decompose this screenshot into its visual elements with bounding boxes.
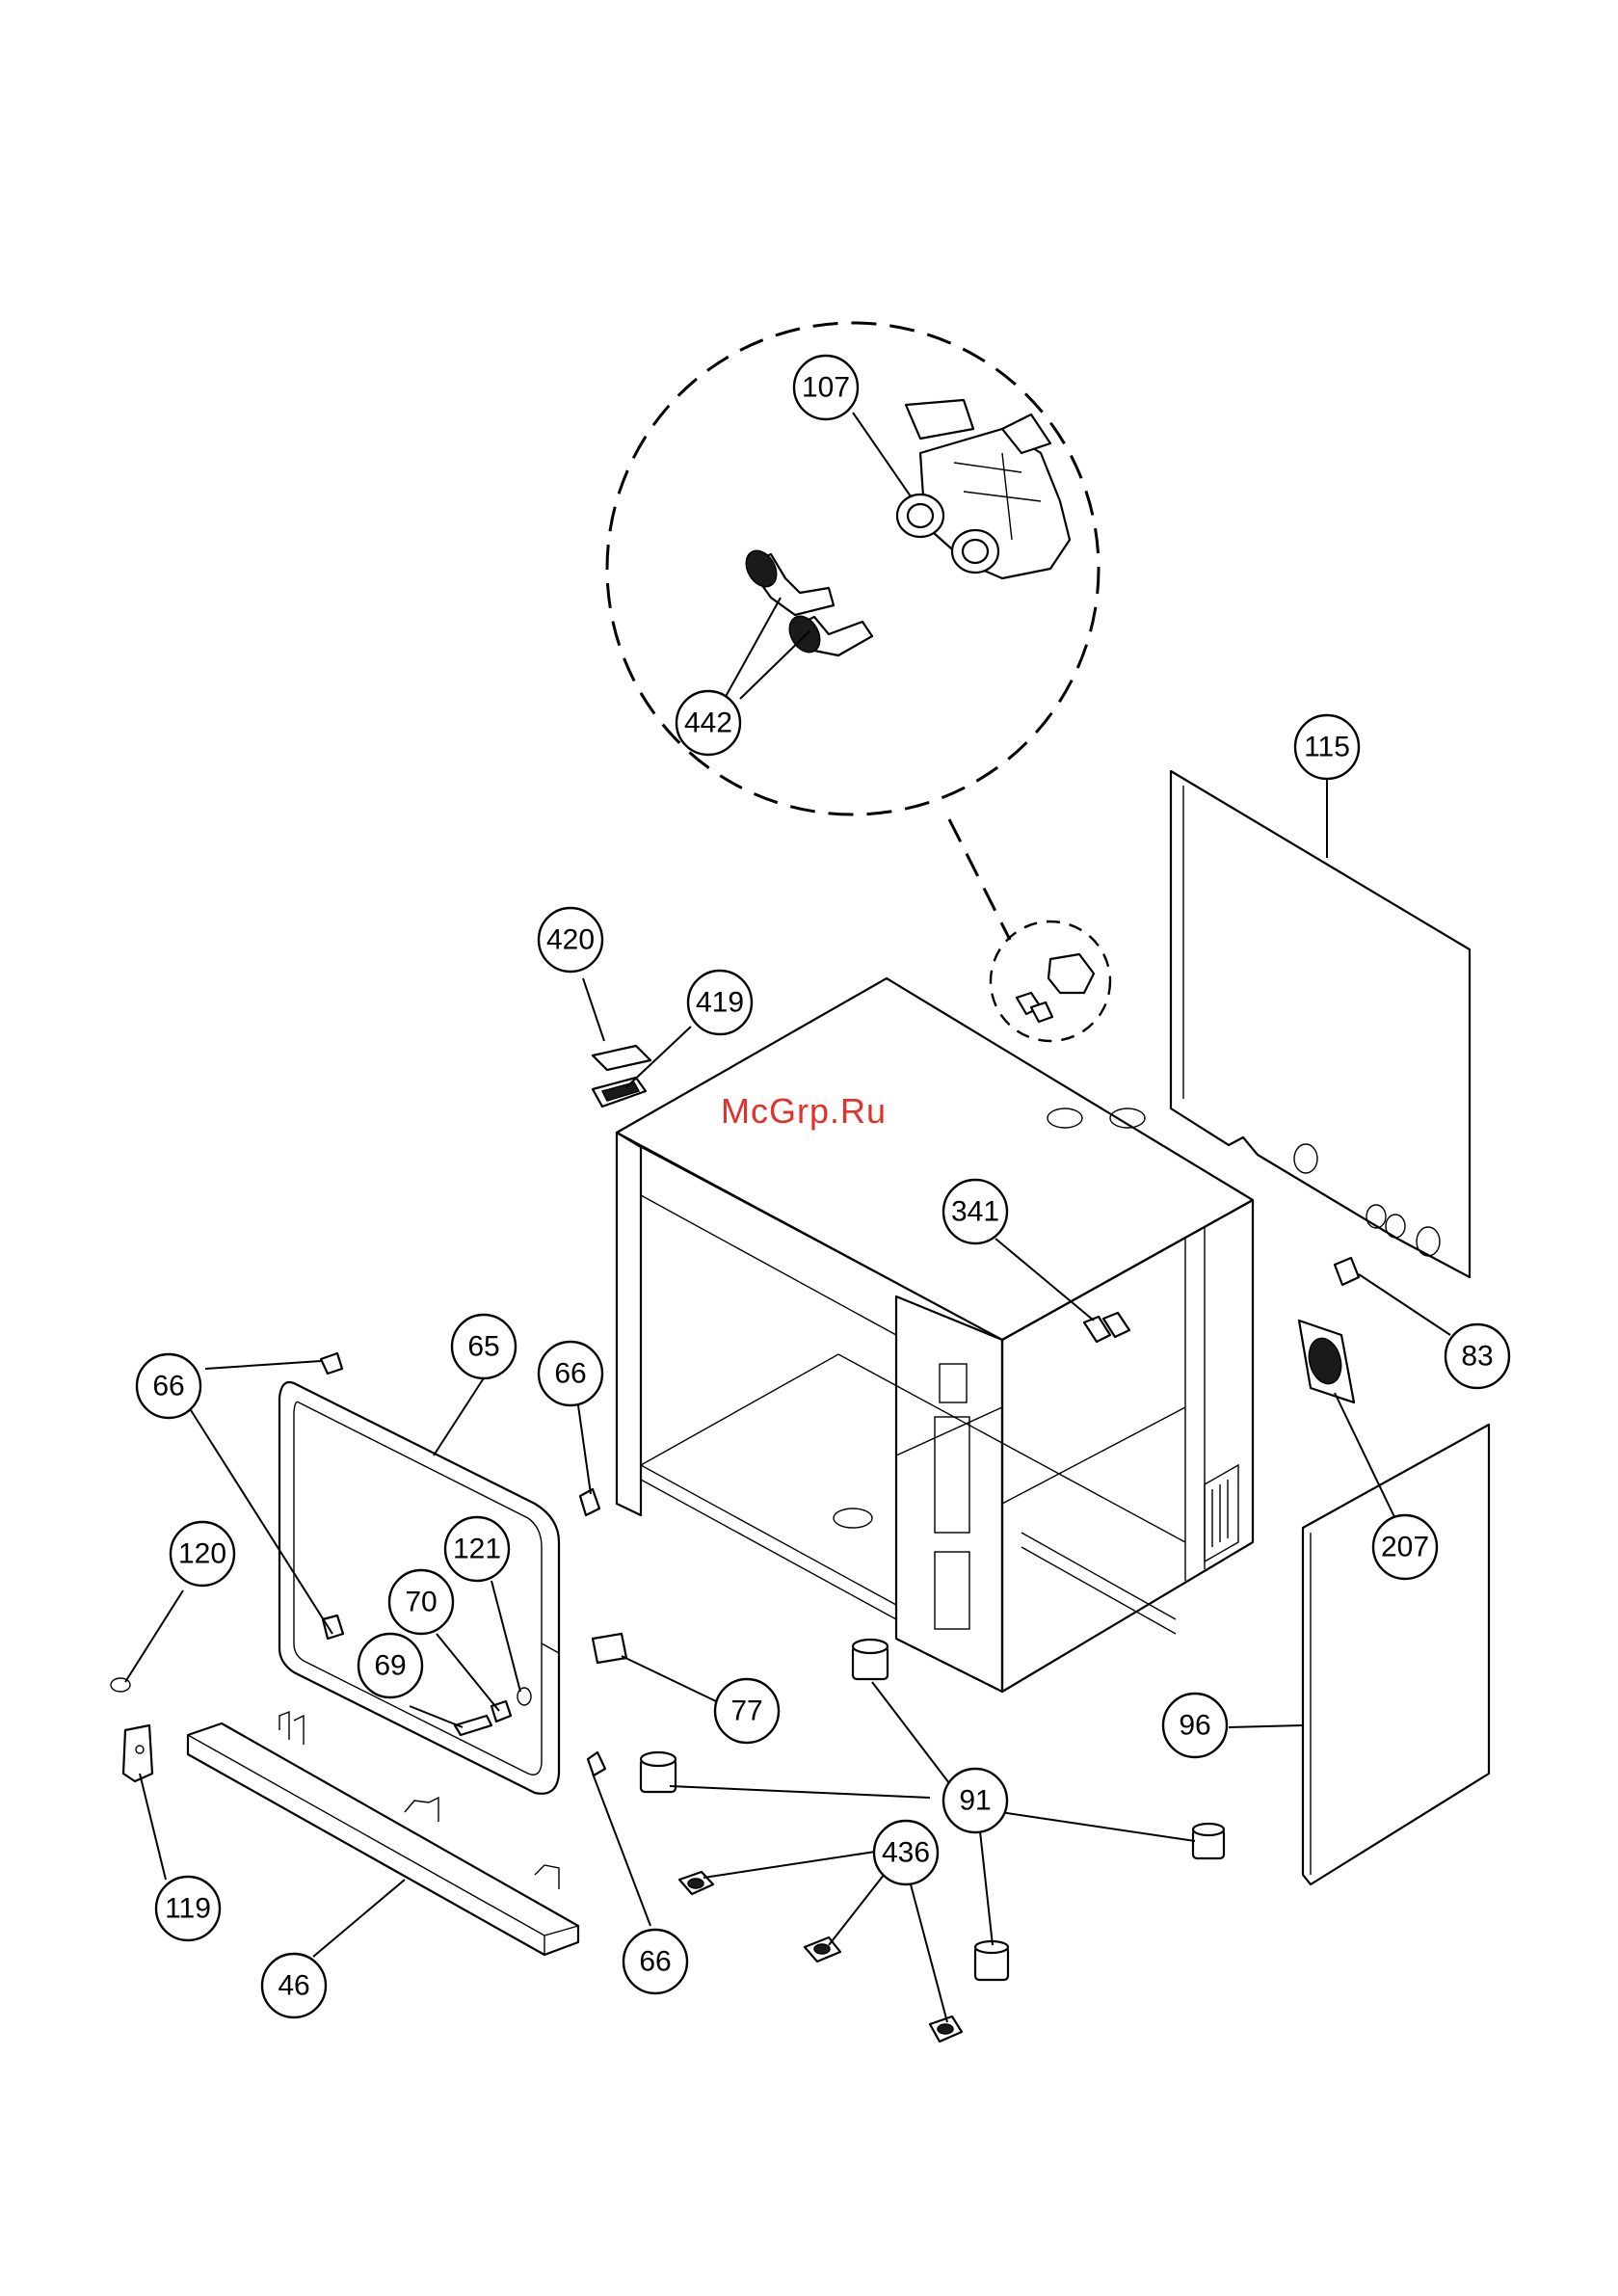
callout-65-label: 65	[467, 1331, 499, 1363]
callout-107-label: 107	[802, 372, 850, 404]
leveling-pads	[679, 1872, 962, 2042]
callout-120-label: 120	[178, 1538, 226, 1570]
callout-420-label: 420	[546, 924, 595, 956]
cooling-fan	[1299, 1321, 1354, 1402]
callout-442-label: 442	[684, 707, 732, 739]
callout-119-label: 119	[165, 1893, 211, 1925]
callout-207-label: 207	[1381, 1532, 1429, 1563]
callout-65: 65	[452, 1315, 516, 1378]
switch-module	[593, 1078, 646, 1107]
callout-107: 107	[794, 356, 858, 419]
callout-419-label: 419	[696, 987, 744, 1019]
callout-69-label: 69	[374, 1650, 406, 1682]
callout-83: 83	[1446, 1324, 1509, 1388]
watermark-text: McGrp.Ru	[721, 1091, 887, 1131]
hose-elbows	[740, 546, 872, 658]
connector	[1335, 1258, 1359, 1285]
callout-66-bottom-label: 66	[639, 1946, 671, 1978]
callout-115-label: 115	[1304, 732, 1350, 763]
callout-46-label: 46	[278, 1970, 309, 2002]
callout-419: 419	[688, 971, 752, 1034]
callout-66-left: 66	[137, 1354, 200, 1418]
callout-436-label: 436	[882, 1837, 930, 1869]
callout-91-label: 91	[959, 1785, 991, 1817]
callout-120: 120	[171, 1522, 234, 1586]
callout-70: 70	[389, 1570, 453, 1634]
cabinet-frame	[617, 978, 1253, 1692]
callout-69: 69	[358, 1634, 422, 1697]
callout-115: 115	[1295, 715, 1359, 779]
callout-66-mid: 66	[539, 1342, 602, 1405]
callout-207: 207	[1373, 1515, 1437, 1579]
callout-341-label: 341	[951, 1196, 999, 1228]
callout-341: 341	[943, 1180, 1007, 1243]
callout-442: 442	[676, 691, 740, 755]
callout-436: 436	[874, 1821, 938, 1884]
callout-77-label: 77	[730, 1695, 762, 1727]
side-panel	[1303, 1425, 1489, 1884]
callout-121: 121	[445, 1517, 509, 1581]
callout-96: 96	[1163, 1694, 1227, 1757]
callout-66-left-label: 66	[152, 1371, 184, 1402]
callout-96-label: 96	[1179, 1710, 1210, 1742]
callout-83-label: 83	[1461, 1341, 1493, 1373]
callout-66-bottom: 66	[623, 1930, 687, 1993]
callout-46: 46	[262, 1954, 326, 2017]
water-valve-assembly	[897, 400, 1070, 578]
callout-91: 91	[943, 1769, 1007, 1832]
callout-420: 420	[539, 908, 602, 972]
switch-cover	[593, 1046, 650, 1070]
callout-70-label: 70	[405, 1587, 437, 1618]
callout-77: 77	[715, 1679, 779, 1743]
valve-small-view	[1017, 954, 1094, 1022]
callout-121-label: 121	[453, 1534, 501, 1565]
callout-119: 119	[156, 1877, 220, 1940]
callout-66-mid-label: 66	[554, 1358, 586, 1390]
